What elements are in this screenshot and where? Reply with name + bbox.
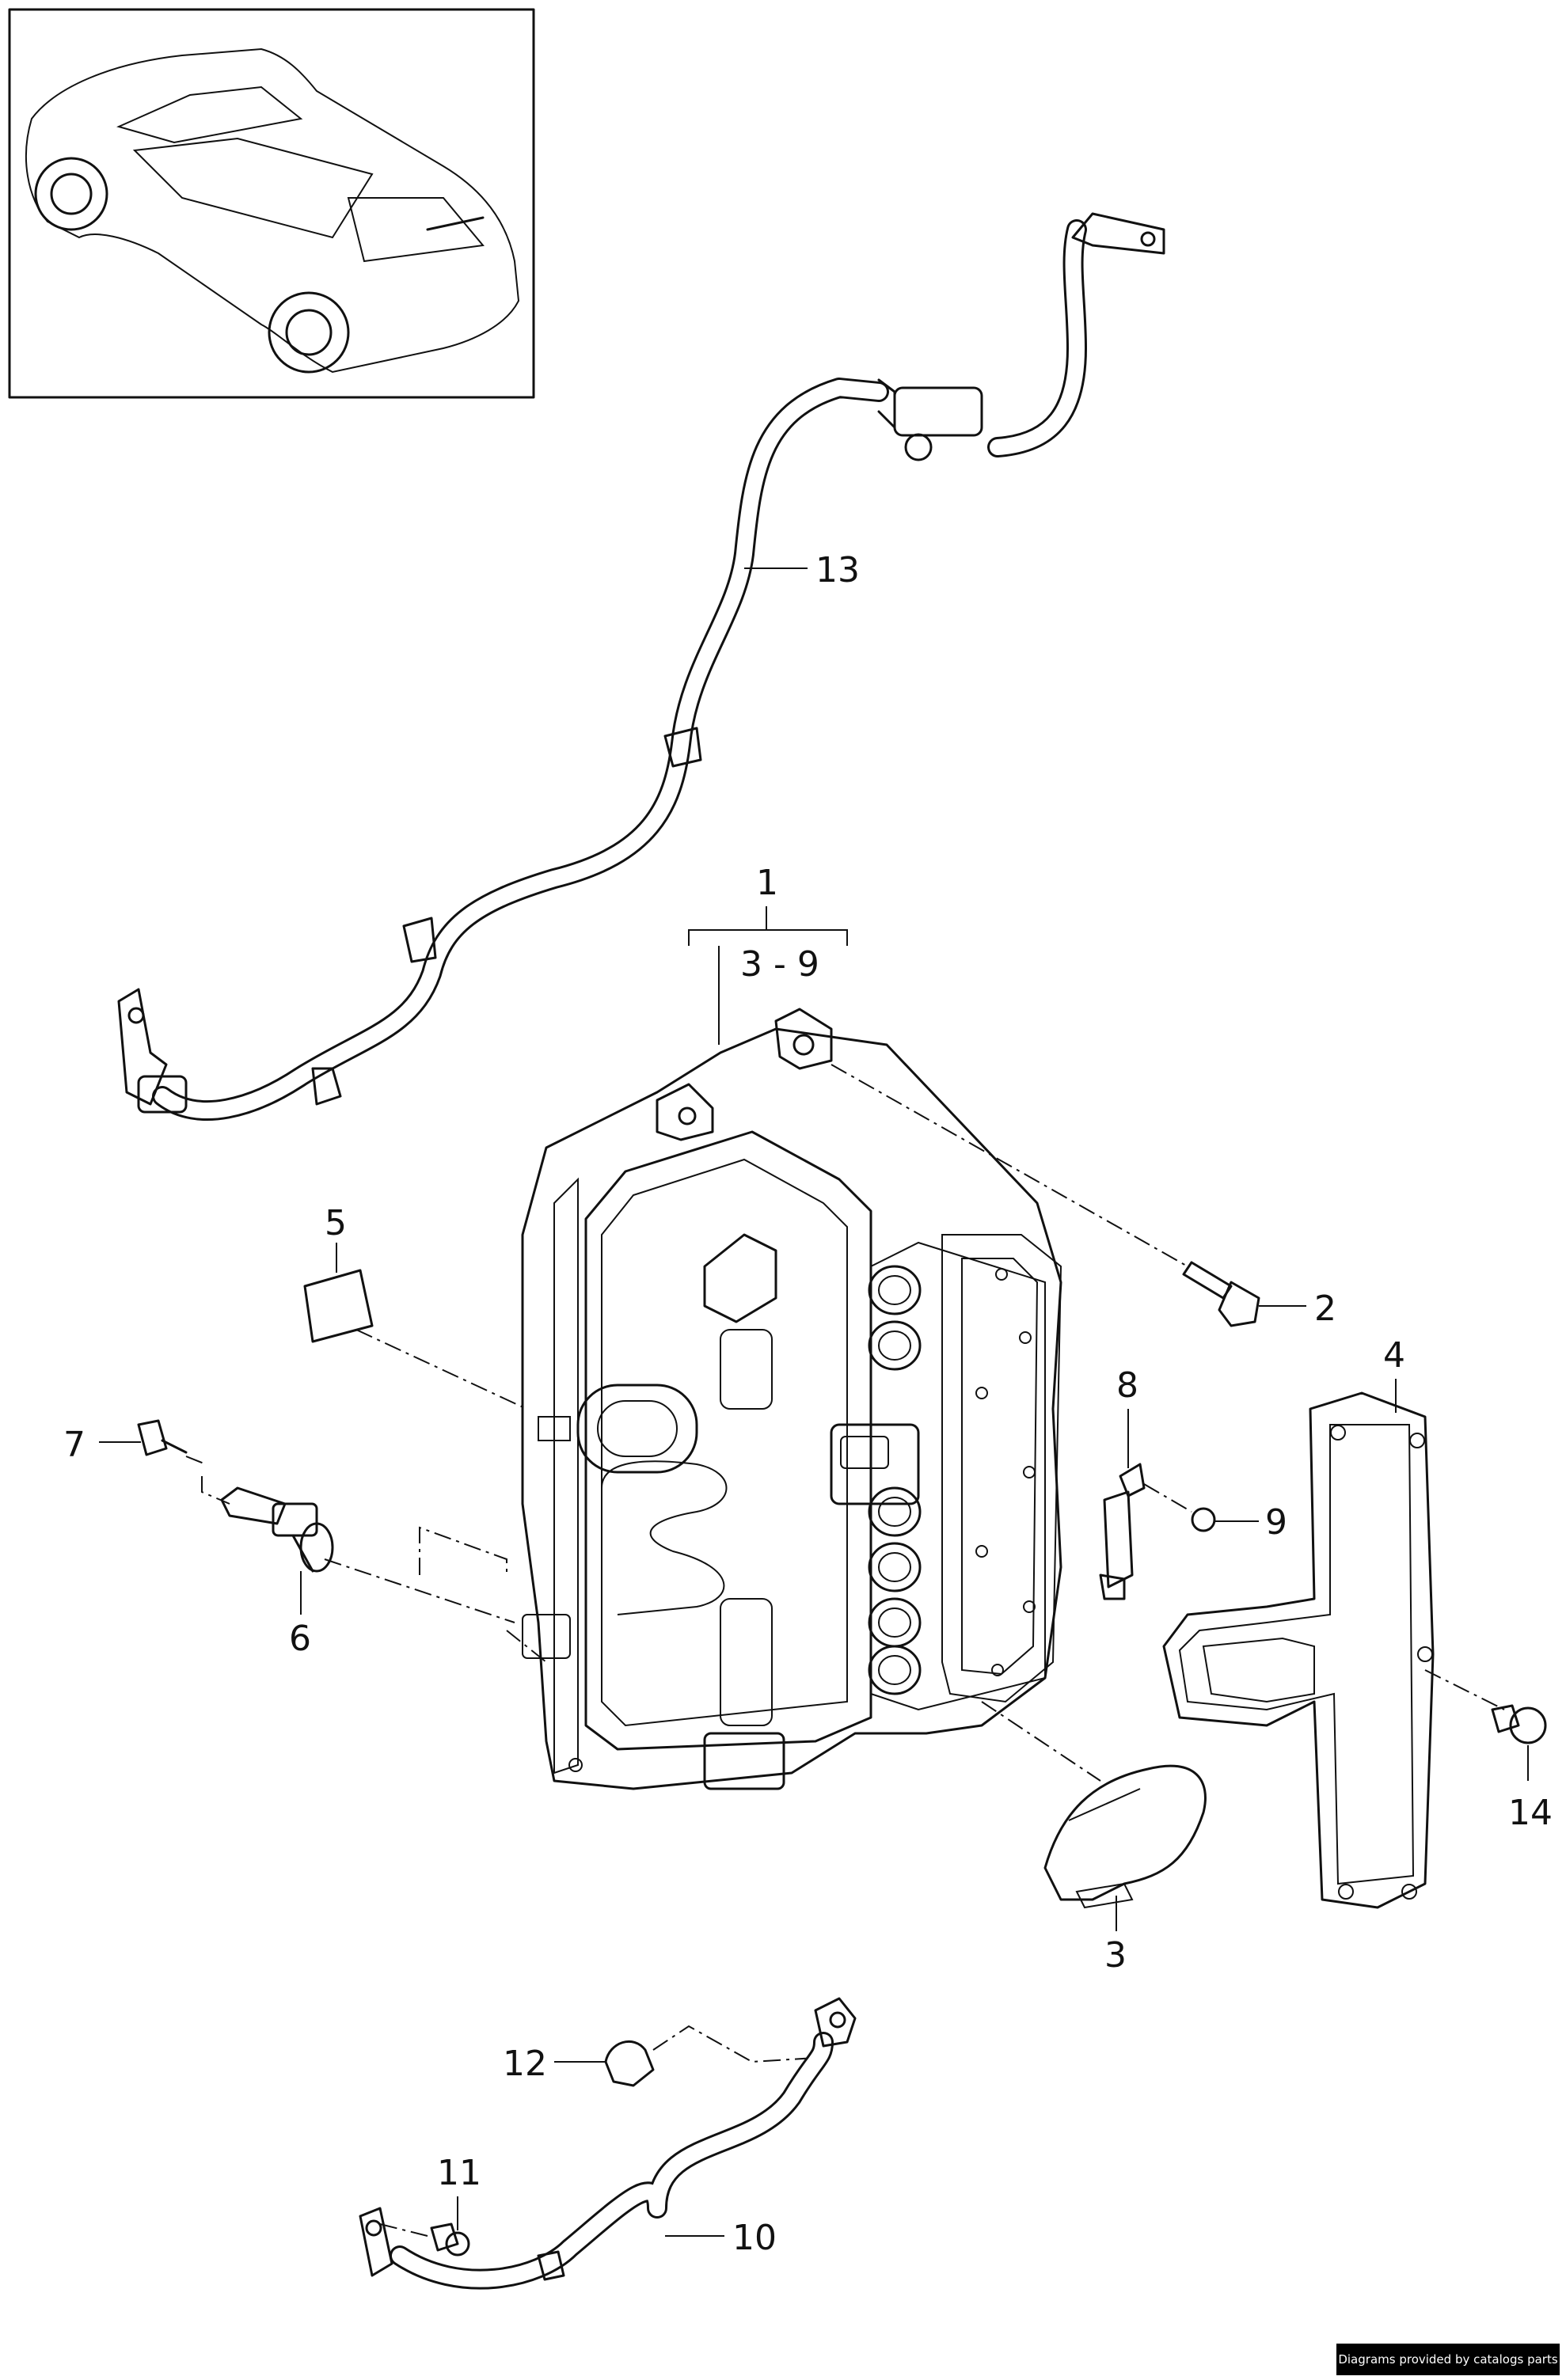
sensor-6 — [220, 1486, 334, 1573]
cap-12 — [604, 2040, 655, 2087]
callout-9: 9 — [1265, 1502, 1287, 1543]
hose-10 — [359, 1997, 857, 2290]
screw-14 — [1491, 1704, 1547, 1744]
label-5 — [303, 1269, 374, 1343]
callout-6: 6 — [289, 1619, 311, 1659]
cover-3 — [1043, 1764, 1207, 1909]
credit-badge: Diagrams provided by catalogs parts — [1336, 2344, 1560, 2375]
callout-1-range: 3 - 9 — [740, 944, 819, 985]
callout-8: 8 — [1116, 1365, 1138, 1406]
callout-10: 10 — [732, 2218, 777, 2258]
control-unit-1 — [521, 1008, 1062, 1790]
callout-4: 4 — [1383, 1335, 1405, 1376]
callout-1: 1 — [756, 863, 778, 903]
callout-3: 3 — [1104, 1935, 1127, 1976]
hose-13 — [117, 212, 1165, 1121]
callout-13: 13 — [815, 550, 860, 590]
screw-7 — [137, 1419, 188, 1456]
callout-12: 12 — [503, 2044, 547, 2084]
screw-11 — [430, 2222, 470, 2257]
callout-14: 14 — [1508, 1793, 1553, 1833]
strap-8 — [1099, 1463, 1146, 1600]
callout-7: 7 — [63, 1425, 86, 1465]
callout-11: 11 — [437, 2153, 481, 2193]
callout-2: 2 — [1314, 1289, 1336, 1329]
callout-5: 5 — [325, 1203, 347, 1243]
screw-9 — [1191, 1507, 1216, 1532]
gasket-4 — [1162, 1391, 1435, 1909]
vehicle-thumbnail — [8, 8, 535, 399]
bolt-2 — [1182, 1261, 1260, 1327]
